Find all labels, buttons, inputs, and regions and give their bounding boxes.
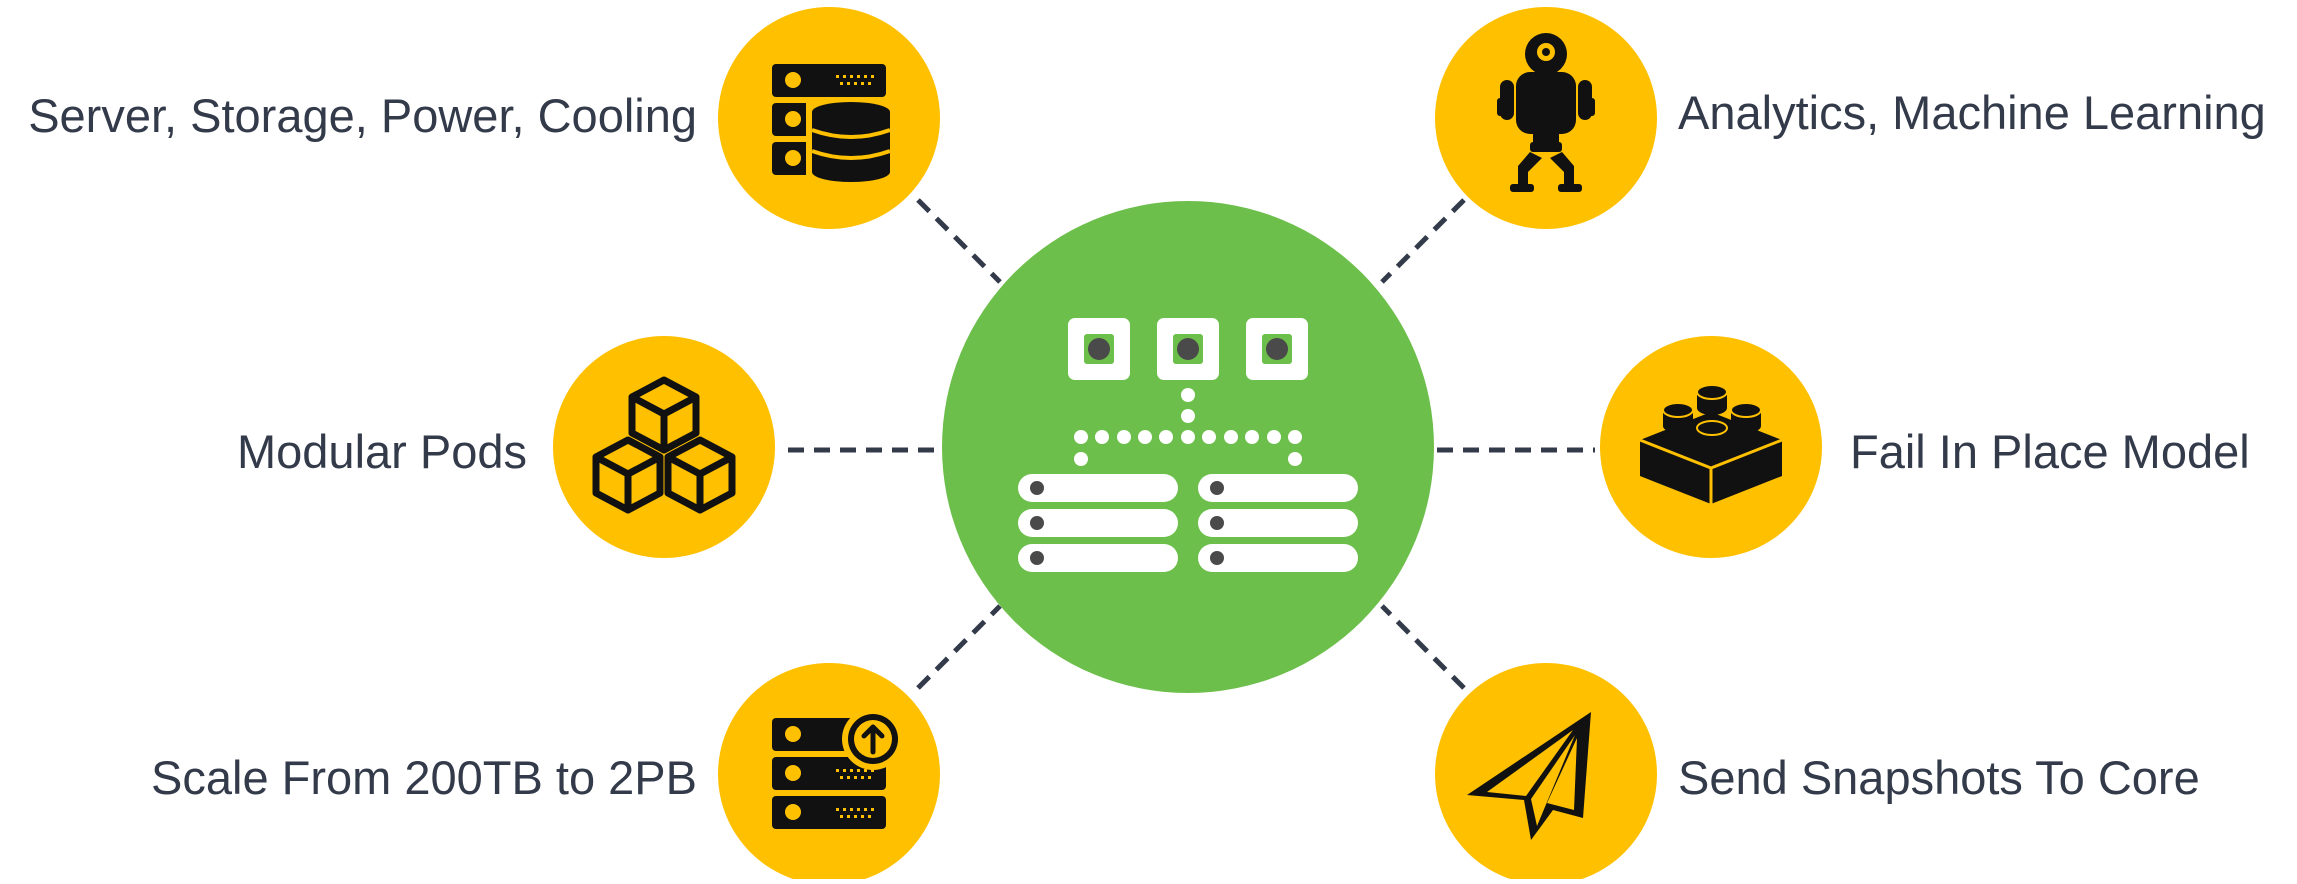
connector-top-right	[1380, 198, 1466, 284]
connector-top-left	[916, 198, 1002, 284]
node-fail-in-place	[1600, 336, 1822, 558]
connectors	[788, 198, 1595, 690]
building-block-icon	[1639, 384, 1783, 504]
server-database-icon	[772, 64, 892, 182]
label-scale: Scale From 200TB to 2PB	[151, 751, 697, 804]
paper-plane-icon	[1467, 712, 1591, 840]
server-rack-icon	[1018, 474, 1178, 572]
node-scale	[718, 663, 940, 884]
connector-bottom-left	[916, 604, 1002, 690]
connector-bottom-right	[1380, 604, 1466, 690]
server-cluster-icon	[1018, 318, 1358, 572]
cpu-chip-icon	[1246, 318, 1308, 380]
node-modular-pods	[553, 336, 775, 558]
label-server-storage: Server, Storage, Power, Cooling	[28, 89, 697, 142]
hub-circle	[942, 201, 1434, 693]
label-analytics: Analytics, Machine Learning	[1678, 86, 2266, 139]
server-rack-icon	[1198, 474, 1358, 572]
stacked-cubes-icon	[592, 376, 736, 514]
robot-icon	[1497, 33, 1595, 192]
label-fail-in-place: Fail In Place Model	[1850, 425, 2250, 478]
node-snapshots	[1435, 663, 1657, 884]
label-snapshots: Send Snapshots To Core	[1678, 751, 2200, 804]
hub	[942, 201, 1434, 693]
cpu-chip-icon	[1068, 318, 1130, 380]
node-analytics	[1435, 7, 1657, 229]
cpu-chip-icon	[1157, 318, 1219, 380]
node-server-storage	[718, 7, 940, 229]
label-modular-pods: Modular Pods	[237, 425, 527, 478]
server-upload-icon	[772, 708, 904, 829]
